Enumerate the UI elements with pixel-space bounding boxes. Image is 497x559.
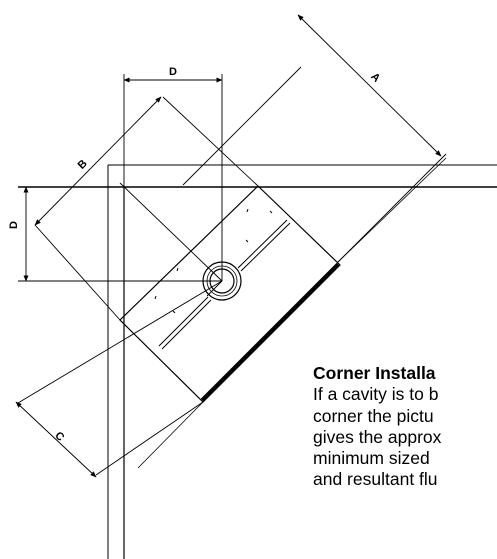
appliance-rail-upper [237, 219, 288, 269]
caption-line: If a cavity is to b [313, 384, 439, 405]
caption-title: Corner Installa [313, 363, 436, 383]
dimension-c [15, 280, 223, 478]
dimension-a-arrow-line [297, 14, 442, 157]
dimension-c-extension-1 [17, 280, 223, 404]
dimension-a-label: A [368, 71, 382, 85]
wall-lines [18, 164, 497, 559]
dimension-a [182, 14, 447, 297]
dimension-d-top [123, 74, 223, 281]
dimension-d-top-label: D [169, 66, 177, 78]
dimension-c-extension-2 [95, 401, 204, 476]
caption-line: gives the approx [313, 426, 442, 447]
appliance-rail-lower [158, 296, 209, 347]
dimension-a-extension-2 [337, 153, 447, 263]
dimension-b-extension-3 [119, 182, 223, 282]
dimension-b-label: B [76, 158, 90, 172]
dimension-b-arrow-line [34, 96, 162, 226]
dimension-b-extension-2 [34, 224, 121, 321]
flue-wall-line [337, 157, 447, 263]
appliance-rail-lower-2 [161, 299, 212, 350]
dimension-d-left [18, 186, 222, 282]
dimension-c-arrow-line [15, 401, 97, 478]
appliance-front-edge [200, 262, 340, 402]
dimension-b-extension-1 [162, 96, 259, 187]
appliance-rail-upper-2 [240, 222, 291, 272]
dimension-a-extension-left [206, 280, 223, 297]
dimension-d-left-label: D [8, 221, 20, 229]
caption-line: and resultant flu [313, 469, 438, 490]
dimension-c-label: C [52, 430, 66, 444]
dimension-b [34, 96, 259, 321]
caption-line: minimum sized [313, 448, 430, 469]
caption-line: corner the pictu [313, 405, 434, 426]
flue-wall-line-lower [137, 401, 204, 469]
corner-installation-caption: Corner Installa If a cavity is to b corn… [313, 363, 497, 491]
dimension-a-extension-1 [182, 66, 302, 186]
appliance-tick-marks [154, 208, 273, 314]
